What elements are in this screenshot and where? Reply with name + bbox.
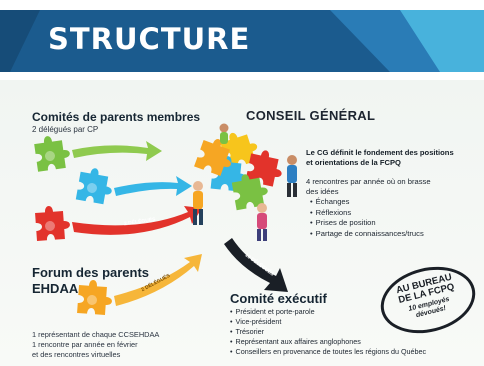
conseil-title: CONSEIL GÉNÉRAL [246, 108, 376, 123]
executif-title: Comité exécutif [230, 291, 327, 306]
forum-note-1: 1 représentant de chaque CCSEHDAA [32, 330, 160, 339]
executif-items: Président et porte-parole Vice-président… [230, 307, 427, 357]
list-item: Trésorier [230, 327, 426, 337]
list-item: Échanges [310, 197, 424, 208]
list-item: Représentant aux affaires anglophones [230, 337, 426, 347]
list-item: Réflexions [310, 208, 424, 219]
page-title: STRUCTURE [48, 22, 251, 56]
forum-note-3: et des rencontres virtuelles [32, 350, 121, 359]
forum-note-2: 1 rencontre par année en février [32, 340, 138, 349]
puzzle-cyan-icon [75, 165, 116, 206]
forum-title-2: EHDAA [32, 281, 79, 296]
list-item: Vice-président [230, 317, 426, 327]
conseil-meetings-2: des idées [306, 187, 339, 196]
list-item: Prises de position [310, 218, 424, 229]
arrow-down-icon [224, 238, 288, 292]
arrow-orange-icon [114, 254, 202, 306]
conseil-desc-1: Le CG définit le fondement des positions [306, 148, 454, 157]
arrow-green-icon [72, 141, 162, 161]
conseil-items: Échanges Réflexions Prises de position P… [310, 197, 424, 239]
arrow-red-icon [72, 206, 202, 235]
list-item: Président et porte-parole [230, 307, 426, 317]
comites-title: Comités de parents membres [32, 110, 201, 124]
person-left-icon [193, 181, 203, 225]
conseil-desc-2: et orientations de la FCPQ [306, 158, 401, 167]
person-bottom-icon [257, 203, 267, 241]
person-top-icon [219, 123, 229, 144]
puzzle-cluster-icon [194, 126, 286, 211]
title-banner [0, 10, 484, 72]
comites-subtitle: 2 délégués par CP [32, 125, 99, 134]
puzzle-green-icon [33, 133, 72, 172]
list-item: Conseillers en provenance de toutes les … [230, 347, 427, 357]
forum-title-1: Forum des parents [32, 265, 150, 280]
conseil-meetings-1: 4 rencontres par année où on brasse [306, 177, 431, 186]
arrow-cyan-icon [114, 176, 192, 196]
puzzle-orange-icon [77, 279, 114, 316]
list-item: Partage de connaissances/trucs [310, 229, 424, 240]
puzzle-red-icon [34, 204, 71, 241]
person-right-icon [287, 155, 297, 197]
